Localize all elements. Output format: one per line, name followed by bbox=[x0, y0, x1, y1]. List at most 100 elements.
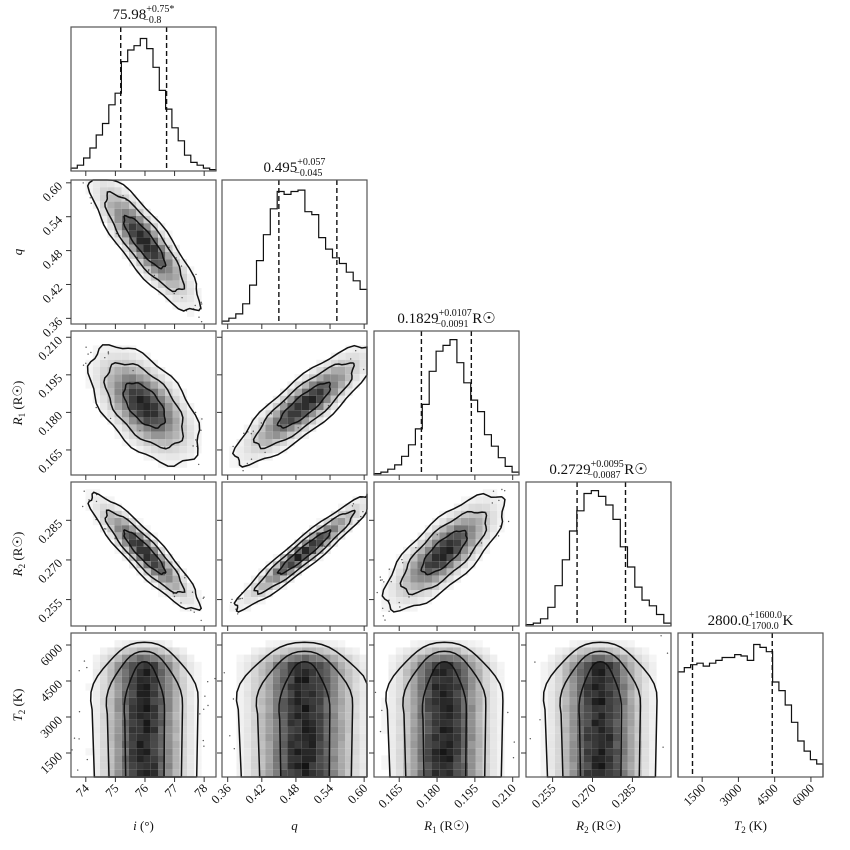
hist-panel-R1: 0.1829+0.0107−0.0091 R☉ bbox=[373, 308, 520, 480]
contour-line bbox=[233, 493, 368, 613]
hist-panel-T2: 2800.0+1600.0−1700.0 K 1500 3000 4500 6000 bbox=[677, 610, 824, 809]
y-tick-label: 0.54 bbox=[40, 212, 66, 238]
contour-panel-q-T2: 0.36 0.42 0.48 0.54 0.60 bbox=[208, 632, 370, 807]
contour-line bbox=[420, 529, 468, 576]
contour-line bbox=[86, 344, 201, 467]
y-tick-label: 0.48 bbox=[40, 247, 65, 272]
x-tick-label: 1500 bbox=[681, 781, 709, 809]
contour-panel-R1-R2 bbox=[369, 481, 520, 631]
x-tick-label: 74 bbox=[73, 781, 92, 800]
contour-line bbox=[276, 381, 332, 429]
density-cells bbox=[85, 180, 202, 317]
hist-panel-R2: 0.2729+0.0095−0.0087 R☉ bbox=[525, 459, 672, 631]
x-tick-label: 76 bbox=[132, 781, 151, 800]
x-tick-label: 0.60 bbox=[345, 781, 370, 806]
panel-frame bbox=[373, 330, 520, 476]
y-tick-label: 0.255 bbox=[35, 596, 65, 626]
y-tick-label: 0.195 bbox=[35, 371, 65, 401]
contour-line bbox=[104, 509, 186, 594]
contour-panel-i-R2: 0.255 0.270 0.285 bbox=[35, 481, 217, 631]
panel-frame bbox=[373, 632, 520, 778]
y-axis-label-q: q bbox=[10, 248, 25, 255]
y-tick-label: 0.180 bbox=[35, 409, 65, 439]
histogram-step bbox=[373, 339, 520, 475]
histogram-step bbox=[525, 490, 672, 626]
panel-frame bbox=[221, 632, 368, 778]
density-cells bbox=[85, 640, 202, 777]
x-tick-label: 78 bbox=[192, 781, 211, 800]
panel-frame bbox=[221, 330, 368, 476]
panel-frame bbox=[70, 179, 217, 325]
panel-frame bbox=[525, 481, 672, 627]
x-tick-label: 0.165 bbox=[376, 781, 406, 811]
y-tick-label: 0.42 bbox=[40, 281, 65, 306]
y-tick-label: 0.285 bbox=[35, 517, 65, 547]
y-tick-label: 6000 bbox=[38, 641, 66, 669]
y-tick-label: 3000 bbox=[38, 713, 66, 741]
contour-line bbox=[399, 510, 488, 596]
panel-title: 0.1829+0.0107−0.0091 R☉ bbox=[397, 308, 495, 330]
hist-panel-i: 75.98+0.75*−0.8 bbox=[70, 4, 217, 176]
y-axis-label-T2: T2 (K) bbox=[10, 688, 27, 721]
x-tick-label: 6000 bbox=[789, 781, 817, 809]
contour-line bbox=[122, 382, 167, 429]
density-cells bbox=[85, 489, 202, 612]
contour-line bbox=[276, 529, 332, 575]
contour-line bbox=[122, 528, 167, 576]
y-tick-label: 0.60 bbox=[40, 179, 65, 204]
histogram-step bbox=[221, 189, 368, 324]
contour-line bbox=[122, 214, 167, 270]
x-tick-label: 3000 bbox=[717, 781, 745, 809]
hist-panel-q: 0.495+0.057−0.045 bbox=[221, 157, 368, 329]
x-axis-label-T2: T2 (K) bbox=[734, 818, 767, 835]
panel-frame bbox=[525, 632, 672, 778]
x-axis-label-R1: R1 (R☉) bbox=[423, 818, 469, 835]
contour-panel-i-q: 0.360.420.480.540.60 bbox=[40, 179, 217, 340]
contour-line bbox=[231, 344, 368, 468]
panel-frame bbox=[373, 481, 520, 627]
density-cells bbox=[236, 640, 368, 777]
x-tick-label: 75 bbox=[103, 781, 122, 800]
contour-line bbox=[104, 190, 186, 293]
contour-panel-i-R1: 0.165 0.180 0.195 0.210 bbox=[35, 330, 217, 480]
x-tick-label: 0.48 bbox=[277, 781, 302, 806]
contour-line bbox=[103, 362, 185, 450]
y-axis-label-R1: R1 (R☉) bbox=[10, 381, 27, 427]
panel-frame bbox=[221, 179, 368, 325]
density-cells bbox=[85, 345, 202, 468]
x-tick-label: 0.255 bbox=[529, 781, 559, 811]
x-tick-label: 0.195 bbox=[451, 781, 481, 811]
y-tick-label: 0.210 bbox=[35, 333, 65, 363]
density-cells bbox=[381, 489, 505, 612]
y-tick-label: 1500 bbox=[38, 749, 66, 777]
density-cells bbox=[229, 345, 368, 468]
panel-frame bbox=[221, 481, 368, 627]
x-tick-label: 0.36 bbox=[208, 781, 233, 806]
histogram-step bbox=[70, 37, 217, 171]
x-tick-label: 0.42 bbox=[243, 781, 268, 806]
contour-line bbox=[87, 491, 203, 612]
y-tick-label: 0.270 bbox=[35, 556, 65, 586]
y-axis-label-R2: R2 (R☉) bbox=[10, 532, 27, 578]
x-axis-label-i: i (°) bbox=[133, 818, 154, 833]
panel-title: 75.98+0.75*−0.8 bbox=[113, 4, 175, 26]
x-tick-label: 0.270 bbox=[569, 781, 599, 811]
y-tick-label: 4500 bbox=[38, 677, 66, 705]
x-tick-label: 0.54 bbox=[311, 781, 337, 807]
x-tick-label: 4500 bbox=[753, 781, 781, 809]
contour-panel-R2-T2: 0.255 0.270 0.285 bbox=[521, 632, 672, 811]
contour-line bbox=[253, 509, 356, 596]
panel-frame bbox=[677, 632, 824, 778]
panel-frame bbox=[70, 26, 217, 172]
contour-line bbox=[381, 492, 506, 613]
x-tick-label: 0.285 bbox=[609, 781, 639, 811]
panel-frame bbox=[70, 481, 217, 627]
contour-panel-q-R1 bbox=[217, 330, 368, 480]
contour-panel-q-R2 bbox=[217, 481, 368, 631]
y-tick-label: 0.165 bbox=[35, 446, 65, 476]
x-tick-label: 0.210 bbox=[489, 781, 519, 811]
panel-title: 2800.0+1600.0−1700.0 K bbox=[708, 610, 794, 632]
